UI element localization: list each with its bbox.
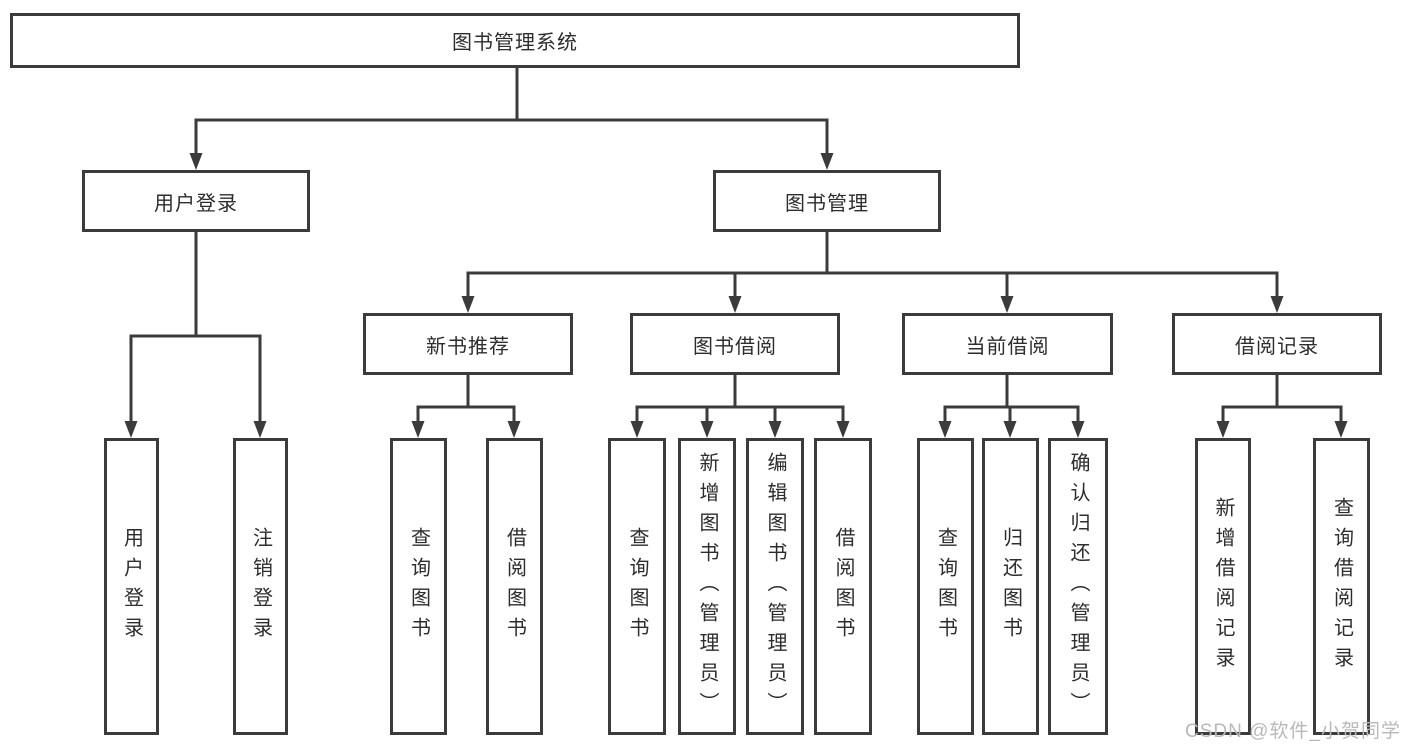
node-book-borrow-label: 图书借阅 xyxy=(693,335,777,358)
leaf-borrow-book-1-label: 借阅图书 xyxy=(503,526,526,647)
node-current-borrow-label: 当前借阅 xyxy=(965,335,1050,358)
node-book-mgmt: 图书管理 xyxy=(713,170,941,232)
node-current-borrow: 当前借阅 xyxy=(902,313,1113,375)
leaf-query-book-2: 查询图书 xyxy=(608,438,666,735)
edge-borrow-record-to-leaves xyxy=(1216,375,1348,438)
node-user-login-label: 用户登录 xyxy=(154,192,238,215)
node-new-book-rec-label: 新书推荐 xyxy=(426,335,510,358)
csdn-watermark: CSDN @软件_小贺同学 xyxy=(1185,721,1401,742)
edge-book-borrow-to-leaves xyxy=(630,375,850,438)
node-book-mgmt-label: 图书管理 xyxy=(785,192,869,215)
leaf-user-login-label: 用户登录 xyxy=(120,526,143,647)
node-book-borrow: 图书借阅 xyxy=(630,313,840,375)
leaf-add-book-label: 新增图书（管理员） xyxy=(696,451,718,722)
node-user-login: 用户登录 xyxy=(82,170,310,232)
leaf-add-book: 新增图书（管理员） xyxy=(678,438,736,735)
leaf-query-book-1: 查询图书 xyxy=(390,438,447,735)
leaf-confirm-return-label: 确认归还（管理员） xyxy=(1067,451,1089,722)
leaf-query-book-2-label: 查询图书 xyxy=(626,526,648,647)
leaf-borrow-book-1: 借阅图书 xyxy=(486,438,543,735)
leaf-return-book: 归还图书 xyxy=(982,438,1039,735)
node-root: 图书管理系统 xyxy=(10,13,1020,68)
leaf-query-record: 查询借阅记录 xyxy=(1313,438,1370,735)
leaf-query-book-3-label: 查询图书 xyxy=(934,526,957,647)
leaf-logout-label: 注销登录 xyxy=(249,526,272,647)
node-borrow-record-label: 借阅记录 xyxy=(1235,335,1319,358)
edge-root-to-level2 xyxy=(189,68,834,170)
leaf-user-login: 用户登录 xyxy=(104,438,159,735)
leaf-query-book-1-label: 查询图书 xyxy=(407,526,430,647)
edge-current-borrow-to-leaves xyxy=(938,375,1085,438)
leaf-return-book-label: 归还图书 xyxy=(999,526,1022,647)
node-new-book-rec: 新书推荐 xyxy=(363,313,573,375)
leaf-query-book-3: 查询图书 xyxy=(917,438,974,735)
leaf-borrow-book-2-label: 借阅图书 xyxy=(832,526,854,647)
leaf-add-record-label: 新增借阅记录 xyxy=(1212,496,1234,677)
leaf-edit-book: 编辑图书（管理员） xyxy=(746,438,804,735)
node-borrow-record: 借阅记录 xyxy=(1172,313,1382,375)
leaf-confirm-return: 确认归还（管理员） xyxy=(1048,438,1108,735)
edge-user-login-to-leaves xyxy=(124,232,267,438)
leaf-logout: 注销登录 xyxy=(233,438,288,735)
edge-book-mgmt-to-level3 xyxy=(461,232,1284,313)
leaf-query-record-label: 查询借阅记录 xyxy=(1330,496,1353,677)
node-root-label: 图书管理系统 xyxy=(452,32,578,54)
edge-new-book-rec-to-leaves xyxy=(411,375,521,438)
leaf-edit-book-label: 编辑图书（管理员） xyxy=(764,451,786,722)
leaf-add-record: 新增借阅记录 xyxy=(1195,438,1251,735)
leaf-borrow-book-2: 借阅图书 xyxy=(814,438,872,735)
